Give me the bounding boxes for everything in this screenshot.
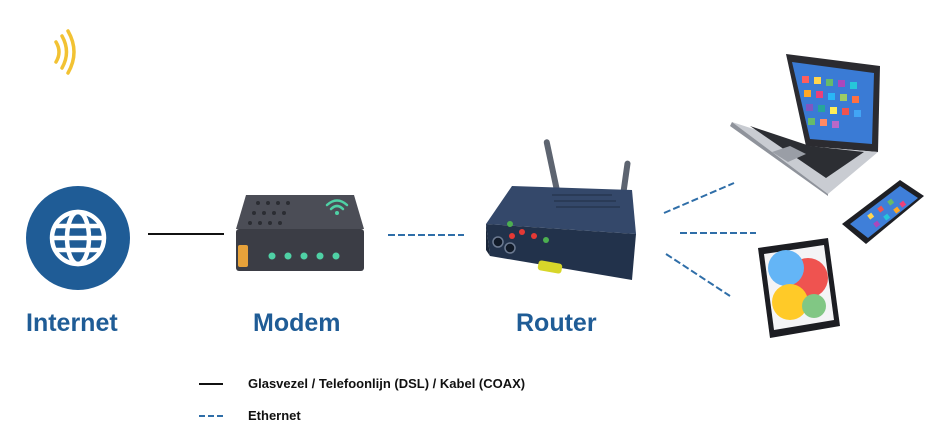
connection-line-ethernet bbox=[388, 234, 464, 236]
internet-label: Internet bbox=[26, 309, 118, 337]
tablet-icon bbox=[758, 238, 840, 338]
modem-label: Modem bbox=[253, 309, 341, 337]
router-icon bbox=[486, 139, 636, 280]
globe-icon bbox=[26, 186, 130, 290]
signal-logo-icon bbox=[54, 29, 76, 75]
ethernet-line-tablet bbox=[665, 253, 731, 297]
legend-solid-label: Glasvezel / Telefoonlijn (DSL) / Kabel (… bbox=[248, 376, 526, 391]
smartphone-icon bbox=[842, 180, 924, 244]
ethernet-line-laptop bbox=[663, 182, 735, 214]
legend-solid-line bbox=[199, 383, 223, 385]
laptop-icon bbox=[730, 54, 880, 196]
router-label: Router bbox=[516, 309, 597, 337]
connection-line-solid bbox=[148, 233, 224, 235]
modem-icon bbox=[236, 195, 364, 271]
ethernet-line-phone bbox=[680, 232, 756, 234]
legend-dashed-line bbox=[199, 415, 223, 417]
legend-dashed-label: Ethernet bbox=[248, 408, 301, 423]
